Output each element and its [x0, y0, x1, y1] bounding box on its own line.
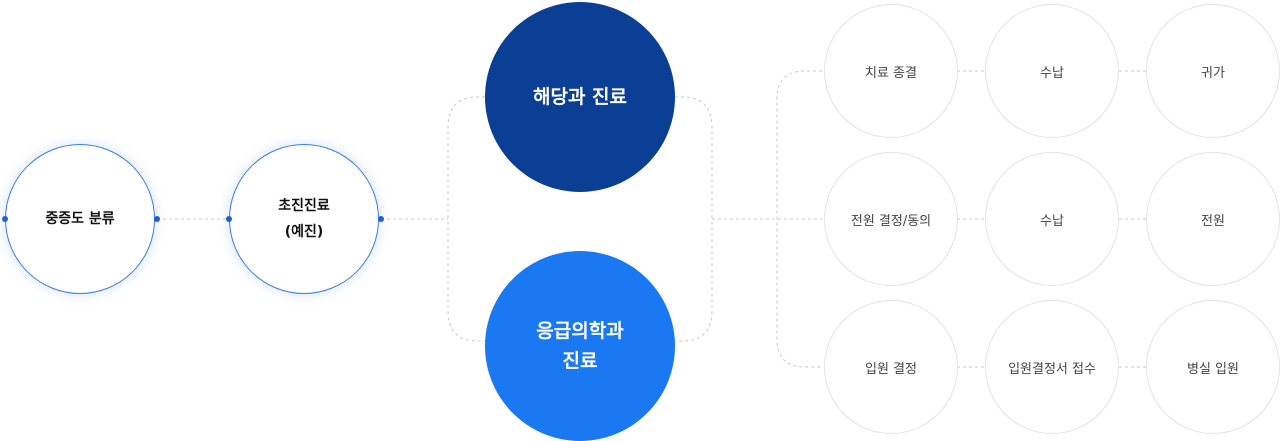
- outcome-label: 병실 입원: [1187, 361, 1239, 377]
- emergency-care-node: 응급의학과 진료: [485, 251, 675, 441]
- initial-care-node: 초진진료 (예진): [229, 144, 379, 294]
- specialty-care-node: 해당과 진료: [485, 2, 675, 192]
- outcome-treatment-end: 치료 종결: [824, 4, 958, 138]
- outcome-label: 입원 결정: [865, 361, 917, 377]
- emergency-care-label: 응급의학과: [536, 320, 624, 342]
- outcome-payment: 수납: [985, 152, 1119, 286]
- initial-care-right-dot: [378, 216, 384, 222]
- outcome-transfer-decision: 전원 결정/동의: [824, 152, 958, 286]
- outcome-label: 귀가: [1201, 65, 1225, 81]
- outcome-admission-form: 입원결정서 접수: [985, 300, 1119, 434]
- outcome-label: 전원 결정/동의: [850, 213, 932, 229]
- outcome-go-home: 귀가: [1146, 4, 1280, 138]
- initial-care-label: 초진진료: [278, 198, 330, 214]
- specialty-care-label: 해당과 진료: [532, 86, 627, 108]
- outcome-label: 입원결정서 접수: [1008, 361, 1096, 377]
- initial-care-sublabel: (예진): [284, 224, 324, 240]
- outcome-admission-decision: 입원 결정: [824, 300, 958, 434]
- triage-right-dot: [154, 216, 160, 222]
- triage-left-dot: [2, 216, 8, 222]
- outcome-payment: 수납: [985, 4, 1119, 138]
- emergency-care-sublabel: 진료: [562, 350, 598, 372]
- outcome-label: 수납: [1040, 65, 1064, 81]
- outcome-label: 전원: [1201, 213, 1225, 229]
- outcome-label: 치료 종결: [865, 65, 917, 81]
- outcome-ward-admission: 병실 입원: [1146, 300, 1280, 434]
- initial-care-left-dot: [226, 216, 232, 222]
- outcome-label: 수납: [1040, 213, 1064, 229]
- triage-node: 중증도 분류: [5, 144, 155, 294]
- triage-label: 중증도 분류: [45, 211, 115, 227]
- outcome-transfer: 전원: [1146, 152, 1280, 286]
